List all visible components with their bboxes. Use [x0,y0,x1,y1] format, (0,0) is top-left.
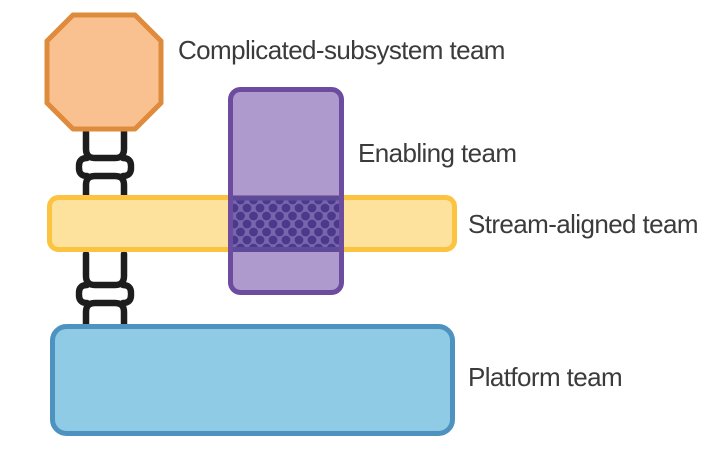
bracket-u [82,250,128,289]
enabling-team-label: Enabling team [358,138,517,168]
collaboration-overlap-dots [231,200,341,247]
xaas-connector-bottom [75,250,135,328]
bracket-cap [82,299,128,328]
bracket-hook [75,164,91,180]
complicated-subsystem-team-label: Complicated-subsystem team [178,35,505,65]
bracket-hook [119,154,135,170]
bracket-cap [82,172,128,201]
bracket-hook [119,291,135,307]
enabling-team-shape-fill [230,89,342,293]
complicated-subsystem-team-shape [44,12,164,132]
platform-team-label: Platform team [468,362,623,392]
bracket-hook [75,281,91,297]
bracket-hook [75,154,91,170]
stream-aligned-team-label: Stream-aligned team [468,209,699,239]
xaas-connector-top [75,123,135,201]
platform-team-shape [50,324,455,436]
enabling-team-shape-border [228,87,344,295]
bracket-u [82,123,128,162]
bracket-hook [119,164,135,180]
bracket-hook [119,281,135,297]
bracket-hook [75,291,91,307]
